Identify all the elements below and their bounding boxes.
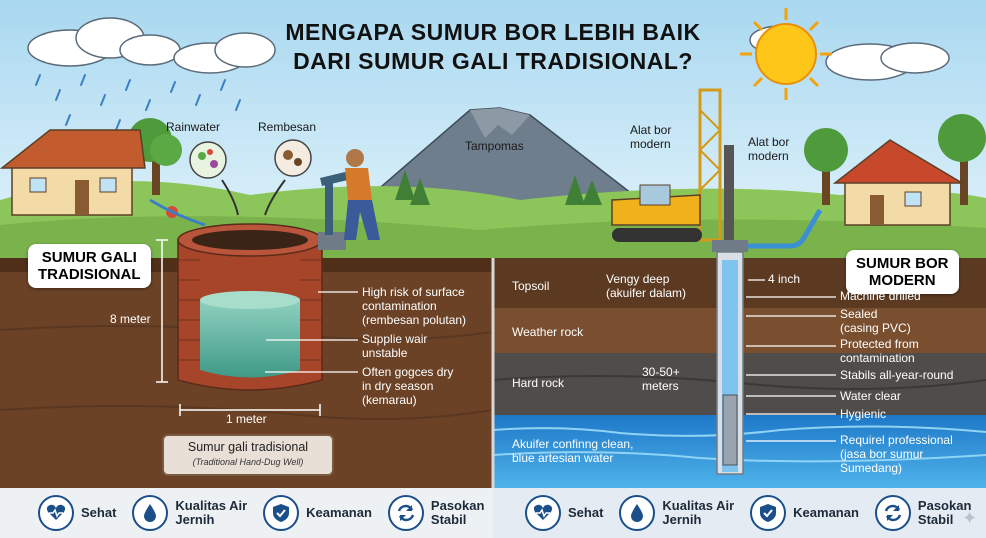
mountain-label: Tampomas	[465, 139, 524, 153]
borehole-pipe	[712, 240, 748, 475]
page-title: MENGAPA SUMUR BOR LEBIH BAIK DARI SUMUR …	[0, 18, 986, 76]
contamination-arrows	[149, 179, 286, 227]
footer-item-sehat: Sehat	[38, 495, 116, 531]
heart-pulse-icon	[525, 495, 561, 531]
feature-machine-drilled: Machine drilled	[840, 289, 921, 303]
shield-check-icon	[750, 495, 787, 531]
sun-icon	[740, 8, 832, 100]
layer-weather-rock-label: Weather rock	[512, 325, 584, 339]
feature-hygienic: Hygienic	[840, 407, 887, 421]
rembesan-label: Rembesan	[258, 120, 317, 134]
pipe-to-house	[748, 208, 823, 249]
depth-label-left: 8 meter	[110, 312, 151, 326]
left-caption-box: Sumur gali tradisional (Traditional Hand…	[162, 434, 334, 476]
note-lines-right	[746, 279, 836, 442]
feature-water-clear: Water clear	[840, 389, 901, 403]
caption-main: Sumur gali tradisional	[187, 440, 309, 454]
footer-item-sehat: Sehat	[525, 495, 603, 531]
house-right	[832, 139, 965, 226]
refresh-cycle-icon	[874, 495, 911, 531]
width-label-left: 1 meter	[226, 412, 267, 426]
caption-sub: (Traditional Hand-Dug Well)	[192, 457, 304, 467]
footer-item-keamanan: Keamanan	[263, 495, 372, 531]
bacteria-icon	[189, 141, 227, 179]
footer-item-keamanan: Keamanan	[750, 495, 859, 531]
sparkle-icon: ✦	[962, 508, 978, 528]
pipe-size-label: 4 inch	[768, 272, 801, 286]
deep-label: Vengy deep(akuifer dalam)	[606, 272, 687, 300]
person-pumping	[344, 149, 380, 240]
hand-pump	[318, 172, 348, 250]
shield-check-icon	[263, 495, 300, 531]
pine-trees	[395, 170, 602, 205]
refresh-cycle-icon	[387, 495, 424, 531]
tree-left	[128, 118, 182, 195]
layer-topsoil-label: Topsoil	[512, 279, 550, 293]
house-left	[0, 129, 146, 216]
dimension-lines	[156, 239, 321, 416]
layer-aquifer-label: Akuifer confinng clean,blue artesian wat…	[512, 437, 634, 465]
rainwater-label: Rainwater	[166, 120, 221, 134]
pollutant-icon	[274, 139, 312, 177]
heart-pulse-icon	[38, 495, 74, 531]
feature-sealed: Sealed(casing PVC)	[840, 307, 911, 335]
rain	[35, 74, 241, 131]
brick-well	[177, 223, 323, 391]
depth-label-right: 30-50+meters	[642, 365, 680, 393]
title-line-2: DARI SUMUR GALI TRADISIONAL?	[293, 48, 693, 74]
layer-hard-rock-label: Hard rock	[512, 376, 565, 390]
water-drop-icon	[132, 495, 169, 531]
cloud-mid	[173, 32, 276, 74]
feature-stable: Stabils all-year-round	[840, 368, 954, 382]
drill-rig	[611, 88, 734, 245]
note-lines-left	[265, 291, 358, 373]
title-line-1: MENGAPA SUMUR BOR LEBIH BAIK	[285, 19, 701, 45]
water-drop-icon	[619, 495, 656, 531]
tree-right	[804, 114, 986, 205]
